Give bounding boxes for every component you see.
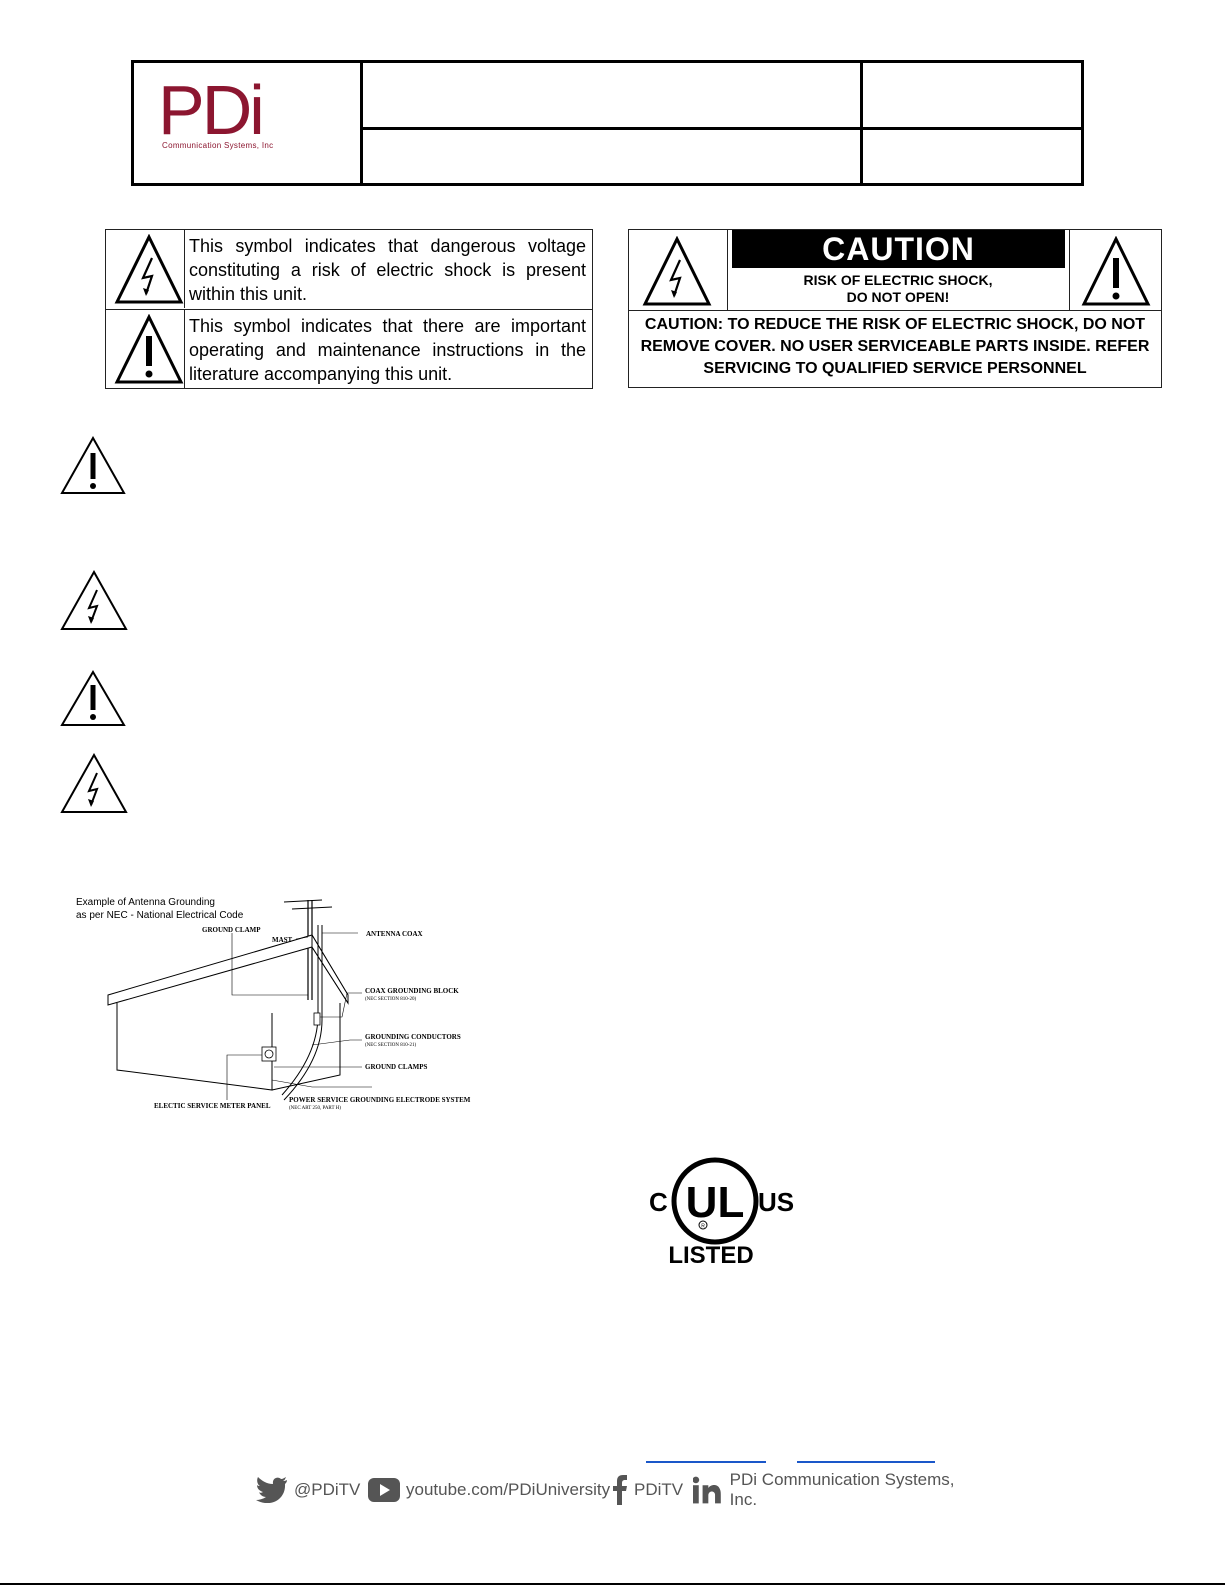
ul-c: C (649, 1187, 668, 1217)
pdi-logo-subtext: Communication Systems, Inc (162, 141, 274, 150)
label-meter-panel: ELECTIC SERVICE METER PANEL (154, 1102, 271, 1110)
lightning-warning-icon (114, 234, 184, 304)
symbol-explanation-box: This symbol indicates that dangerous vol… (105, 229, 593, 389)
twitter-link[interactable]: @PDiTV (256, 1470, 360, 1510)
diagram-title-1: Example of Antenna Grounding (76, 897, 215, 908)
instructions-symbol-text: This symbol indicates that there are imp… (189, 316, 586, 384)
facebook-link[interactable]: PDiTV (612, 1470, 683, 1510)
youtube-icon (368, 1478, 400, 1502)
exclamation-warning-icon (1081, 236, 1151, 306)
pdi-logo: PDi (158, 71, 265, 149)
ul-listed: LISTED (668, 1242, 753, 1269)
facebook-icon (613, 1475, 627, 1505)
lightning-warning-icon (642, 236, 712, 306)
linkedin-name: PDi Communication Systems, Inc. (729, 1470, 955, 1509)
label-power-service: POWER SERVICE GROUNDING ELECTRODE SYSTEM (289, 1096, 471, 1104)
label-power-service-note: (NEC ART 250, PART H) (289, 1106, 341, 1111)
label-ground-clamp: GROUND CLAMP (202, 926, 261, 934)
youtube-link[interactable]: youtube.com/PDiUniversity (368, 1470, 610, 1510)
label-ground-clamps: GROUND CLAMPS (365, 1063, 428, 1071)
header-row-divider (363, 127, 1081, 130)
label-coax-block-note: (NEC SECTION 810-20) (365, 997, 416, 1002)
header-divider-1 (360, 63, 363, 183)
ul-listed-logo: UL R C US LISTED (649, 1157, 794, 1269)
twitter-icon (256, 1477, 287, 1503)
symbol-row-voltage: This symbol indicates that dangerous vol… (106, 230, 592, 308)
antenna-grounding-diagram: Example of Antenna Grounding as per NEC … (76, 897, 471, 1111)
exclamation-warning-icon (114, 314, 184, 384)
header-table: PDi Communication Systems, Inc (131, 60, 1084, 186)
footer-rule (0, 1583, 1225, 1585)
voltage-symbol-text: This symbol indicates that dangerous vol… (189, 236, 586, 304)
social-links: @PDiTV youtube.com/PDiUniversity PDiTV P… (256, 1470, 976, 1510)
lightning-warning-icon (60, 570, 128, 630)
twitter-handle: @PDiTV (294, 1480, 361, 1499)
caution-title: CAUTION (732, 230, 1065, 268)
youtube-url: youtube.com/PDiUniversity (406, 1480, 611, 1499)
svg-text:R: R (701, 1224, 705, 1230)
caution-sub1: RISK OF ELECTRIC SHOCK, (803, 272, 993, 288)
label-coax-block: COAX GROUNDING BLOCK (365, 987, 459, 995)
diagram-title-2: as per NEC - National Electrical Code (76, 910, 244, 921)
exclamation-warning-icon (60, 436, 126, 494)
label-antenna-coax: ANTENNA COAX (366, 930, 423, 938)
symbol-row-instructions: This symbol indicates that there are imp… (106, 309, 592, 388)
label-grounding-conductors: GROUNDING CONDUCTORS (365, 1033, 461, 1041)
caution-body: CAUTION: TO REDUCE THE RISK OF ELECTRIC … (640, 316, 1150, 377)
ul-mark: UL (686, 1178, 745, 1227)
ul-us: US (758, 1187, 794, 1217)
linkedin-link[interactable]: PDi Communication Systems, Inc. (693, 1470, 976, 1510)
facebook-handle: PDiTV (634, 1480, 684, 1499)
exclamation-warning-icon (60, 670, 126, 726)
link-underline-2[interactable] (797, 1461, 935, 1463)
caution-box: CAUTION RISK OF ELECTRIC SHOCK, DO NOT O… (628, 229, 1162, 388)
label-mast: MAST (272, 936, 293, 944)
link-underline-1[interactable] (646, 1461, 766, 1463)
caution-sub2: DO NOT OPEN! (846, 289, 950, 305)
linkedin-icon (693, 1476, 721, 1504)
header-divider-2 (860, 63, 863, 183)
label-grounding-conductors-note: (NEC SECTION 810-21) (365, 1043, 416, 1048)
lightning-warning-icon (60, 753, 128, 813)
